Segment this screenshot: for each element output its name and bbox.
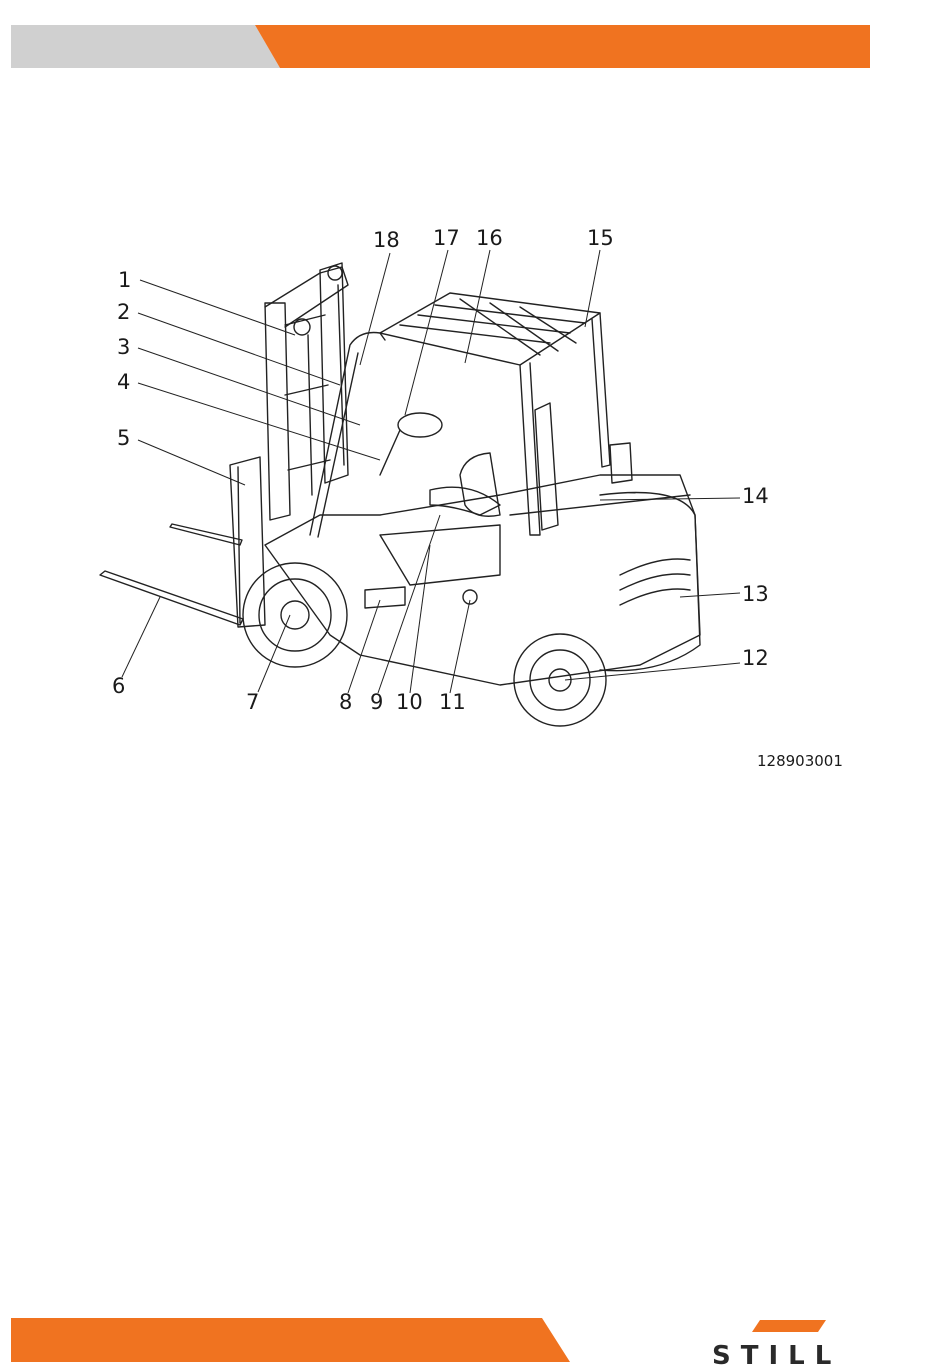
still-logo-mark: STILL <box>708 1318 870 1368</box>
callout-13: 13 <box>742 584 769 605</box>
figure-id: 128903001 <box>757 752 843 770</box>
step <box>365 587 405 608</box>
callout-17: 17 <box>433 228 460 249</box>
air-intake <box>610 443 632 483</box>
mast-top-crossbar <box>265 267 348 327</box>
still-logo: STILL <box>708 1318 870 1368</box>
steering-wheel <box>398 413 442 437</box>
callout-15: 15 <box>587 228 614 249</box>
logo-accent <box>752 1320 826 1332</box>
footer-orange-band <box>11 1318 570 1362</box>
counterweight <box>600 493 700 671</box>
header-grey-band <box>11 25 280 68</box>
callout-2: 2 <box>117 302 130 323</box>
seat <box>460 453 500 516</box>
callout-3: 3 <box>117 337 130 358</box>
callout-6: 6 <box>112 676 125 697</box>
header-orange-band <box>255 25 870 68</box>
rear-wheel <box>514 634 606 726</box>
header-bar <box>0 0 950 80</box>
fork-lower <box>100 571 243 625</box>
callout-7: 7 <box>246 692 259 713</box>
callout-14: 14 <box>742 486 769 507</box>
fork-upper <box>170 524 242 545</box>
callout-4: 4 <box>117 372 130 393</box>
callout-9: 9 <box>370 692 383 713</box>
logo-text: STILL <box>712 1341 841 1368</box>
callout-8: 8 <box>339 692 352 713</box>
fork-carriage <box>230 457 265 627</box>
callout-12: 12 <box>742 648 769 669</box>
callout-10: 10 <box>396 692 423 713</box>
callout-11: 11 <box>439 692 466 713</box>
callout-1: 1 <box>118 270 131 291</box>
callout-16: 16 <box>476 228 503 249</box>
mast-left <box>265 303 290 520</box>
callout-5: 5 <box>117 428 130 449</box>
callout-18: 18 <box>373 230 400 251</box>
